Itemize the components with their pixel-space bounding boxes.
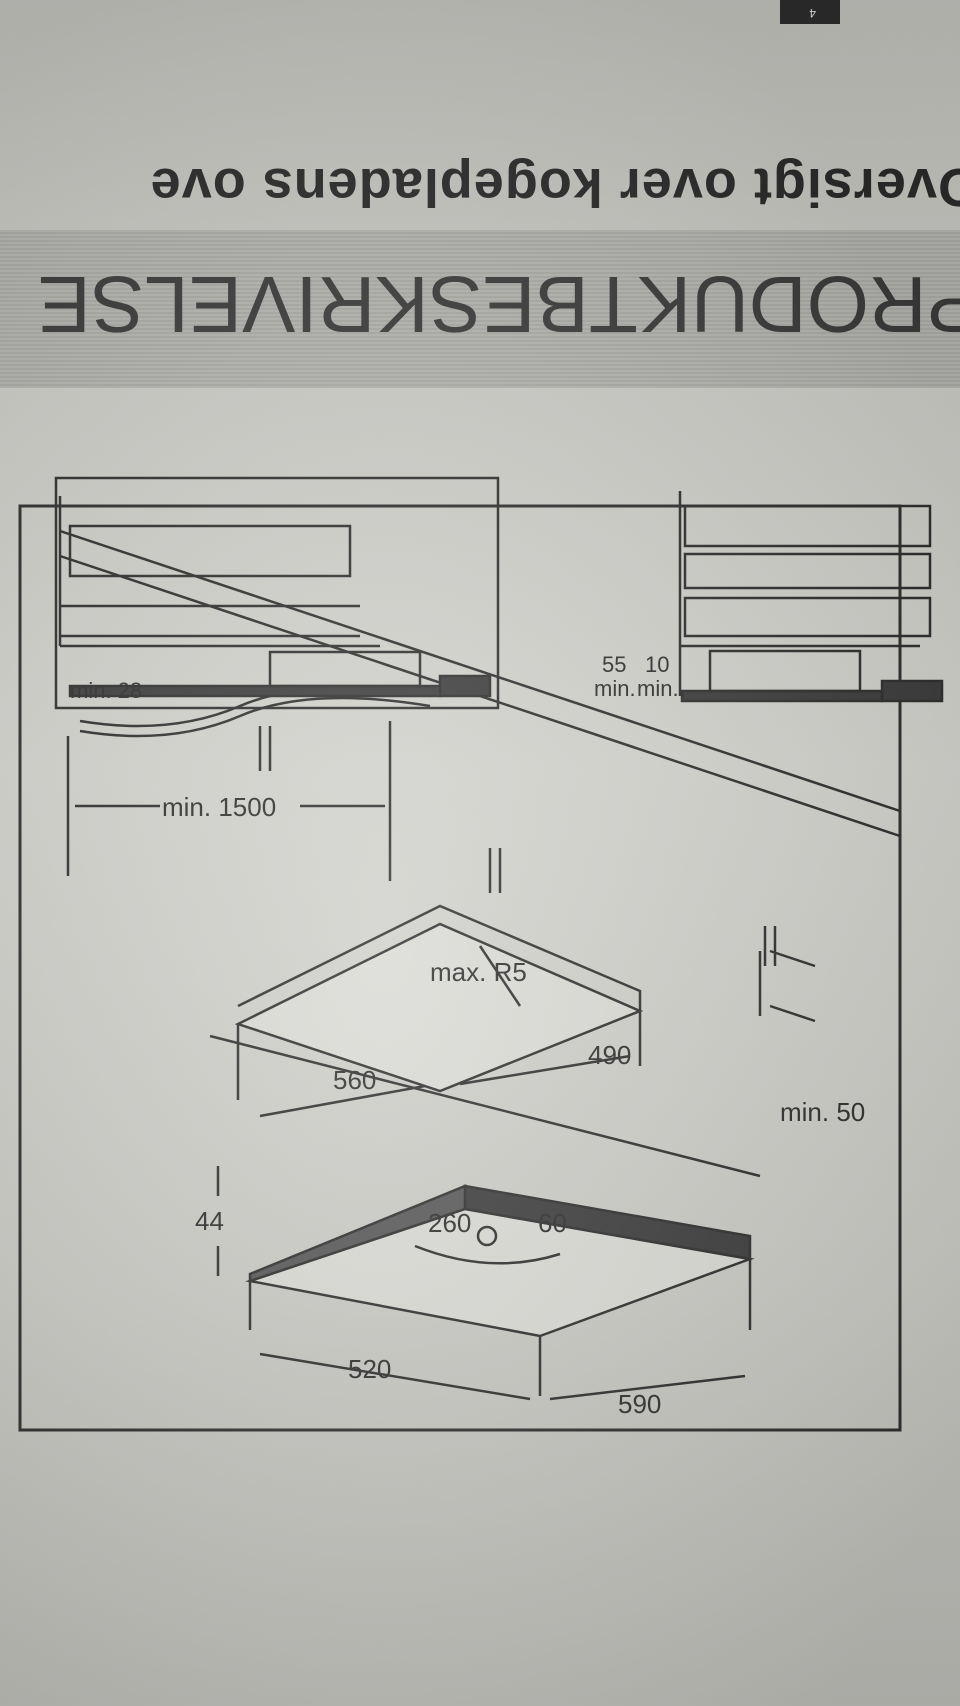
- wall-distance-label: min. 50: [780, 1097, 865, 1127]
- depth-dim-line: [259, 1352, 531, 1401]
- drawer-gap-oven-label: min.: [594, 676, 636, 701]
- power-zone-symbol: [476, 1225, 498, 1247]
- hob-edge-side: [248, 1184, 467, 1283]
- worktop-rear-line: [209, 1034, 761, 1178]
- cable-length-label: min. 1500: [162, 792, 276, 822]
- hob-drawing: [216, 1166, 755, 1401]
- cutout-width-dim: [459, 1054, 631, 1086]
- drawer-gap-front-label: min.: [637, 676, 679, 701]
- corner-radius-label: max. R5: [430, 957, 527, 987]
- width-dim-line: [549, 1374, 746, 1401]
- cutout-depth-label: 560: [333, 1065, 376, 1095]
- hob-height-label: 44: [195, 1206, 224, 1236]
- hob-depth-label: 520: [348, 1354, 391, 1384]
- countertop-drawing: [59, 529, 901, 1178]
- wall-dim-arrow-2: [769, 1004, 816, 1023]
- drawer-gap-oven-value: 55: [602, 652, 626, 677]
- oven-section: [58, 496, 492, 698]
- cutout-shape: [234, 922, 644, 1093]
- oven-gap-label: min. 28: [70, 678, 142, 703]
- oven-hob-plate: [438, 674, 492, 698]
- diagram-frame: [18, 504, 902, 1432]
- cutout-depth-edge: [237, 904, 642, 1011]
- oven-section-frame: [54, 476, 500, 710]
- cable-drawing: [66, 686, 431, 881]
- hob-width-label: 590: [618, 1389, 661, 1419]
- zone-small-label: 60: [538, 1208, 567, 1238]
- drawer-section: [678, 491, 944, 703]
- cutout-depth-dim: [259, 1084, 426, 1118]
- drawer-gap-front-value: 10: [645, 652, 669, 677]
- worktop-line-2: [59, 529, 901, 813]
- cutout-width-label: 490: [588, 1040, 631, 1070]
- zone-arc: [414, 1244, 561, 1265]
- wall-dim-arrow-1: [769, 949, 816, 968]
- zone-large-label: 260: [428, 1208, 471, 1238]
- radius-leader: [478, 945, 522, 1007]
- cable-line: [79, 696, 431, 738]
